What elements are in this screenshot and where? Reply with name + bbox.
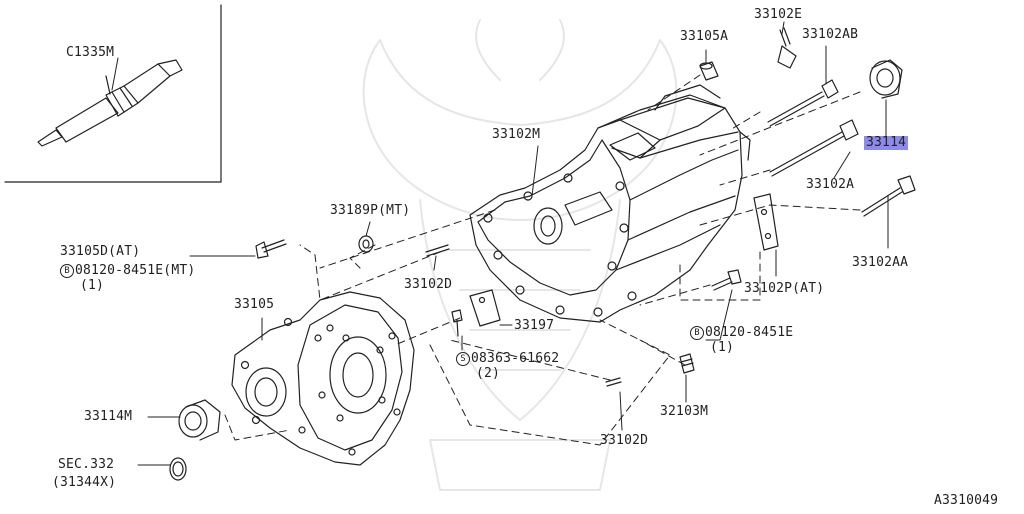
sealant-tube-icon <box>37 59 183 147</box>
long-bolt-ab <box>767 79 839 127</box>
label-plate-p: 33102P(AT) <box>744 281 825 296</box>
transfer-case-housing <box>469 84 751 323</box>
label-sealant: C1335M <box>66 45 115 60</box>
label-bolt-ab: 33102AB <box>802 27 859 42</box>
label-seal-m: 33114M <box>84 409 133 424</box>
oil-seal-lower <box>178 399 221 441</box>
stud-upper <box>425 244 450 257</box>
label-housing: 33102M <box>492 127 541 142</box>
figure-code: A3310049 <box>934 493 999 508</box>
fitting-elbow <box>777 27 797 69</box>
label-plug-p: 33189P(MT) <box>330 203 411 218</box>
label-screw-qty: (2) <box>476 366 501 381</box>
screw-s <box>451 309 463 337</box>
bolt-b <box>711 269 742 291</box>
label-bolt-b-code: 08120-8451E <box>705 325 794 340</box>
label-stud-upper: 33102D <box>404 277 453 292</box>
assembly-dashed-lines <box>224 74 861 446</box>
label-cover: 33105 <box>234 297 275 312</box>
label-seal-top-highlighted[interactable]: 33114 <box>864 135 909 150</box>
label-stud-lower: 33102D <box>600 433 649 448</box>
plug-cap <box>699 61 719 81</box>
stud-lower <box>605 377 622 387</box>
plug-p <box>358 235 374 253</box>
label-bolt-mt-qty: (1) <box>80 278 105 293</box>
bracket-plate <box>753 193 779 251</box>
bolt-d <box>255 239 287 259</box>
label-cap: 33105A <box>680 29 729 44</box>
o-ring <box>169 457 187 481</box>
label-gasket: 33197 <box>514 318 555 333</box>
inset-frame <box>4 4 222 183</box>
watermark-emblem <box>362 19 678 491</box>
label-bolt-aa: 33102AA <box>852 255 909 270</box>
label-fitting: 33102E <box>754 7 803 22</box>
label-bolt-d-at: 33105D(AT) <box>60 244 141 259</box>
label-sec-ref[interactable]: SEC.332 <box>58 457 115 472</box>
label-bolt-b-qty: (1) <box>710 340 735 355</box>
label-screw-code: 08363-61662 <box>471 351 560 366</box>
bolt-marker-b: B <box>60 264 74 278</box>
long-bolt-a <box>769 119 859 177</box>
breather-valve <box>679 353 695 374</box>
label-sec-ref-sub: (31344X) <box>52 475 117 490</box>
bolt-marker-b2: B <box>690 326 704 340</box>
leader-lines <box>111 21 889 466</box>
screw-marker-s: S <box>456 352 470 366</box>
oil-seal-top <box>869 59 903 99</box>
rear-cover <box>231 291 415 466</box>
label-bolt-mt-code: 08120-8451E(MT) <box>75 263 196 278</box>
label-breather: 32103M <box>660 404 709 419</box>
label-bolt-a: 33102A <box>806 177 855 192</box>
bolt-aa <box>861 175 916 217</box>
gasket-plate <box>469 289 501 327</box>
